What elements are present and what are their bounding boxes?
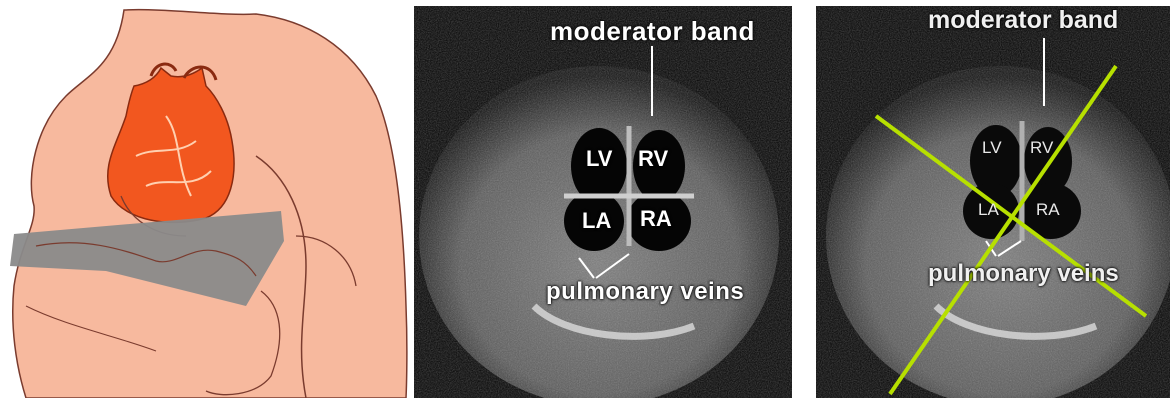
lv-label: LV	[982, 138, 1002, 158]
rv-label: RV	[1030, 138, 1053, 158]
la-label: LA	[978, 200, 999, 220]
echo-ultrasound-image	[414, 6, 792, 398]
moderator-band-label: moderator band	[550, 16, 755, 47]
echo-image-lines-panel: moderator band LV RV LA RA pulmonary vei…	[816, 6, 1170, 398]
ra-label: RA	[1036, 200, 1060, 220]
moderator-band-label: moderator band	[928, 6, 1118, 35]
body-illustration	[6, 6, 408, 398]
echo-image-labeled-panel: moderator band LV RV LA RA pulmonary vei…	[414, 6, 792, 398]
pulmonary-veins-label: pulmonary veins	[928, 260, 1119, 288]
rv-label: RV	[638, 146, 668, 172]
ra-label: RA	[640, 206, 672, 232]
la-label: LA	[582, 208, 611, 234]
body-illustration-panel	[6, 6, 408, 398]
lv-label: LV	[586, 146, 612, 172]
pulmonary-veins-label: pulmonary veins	[546, 278, 744, 306]
